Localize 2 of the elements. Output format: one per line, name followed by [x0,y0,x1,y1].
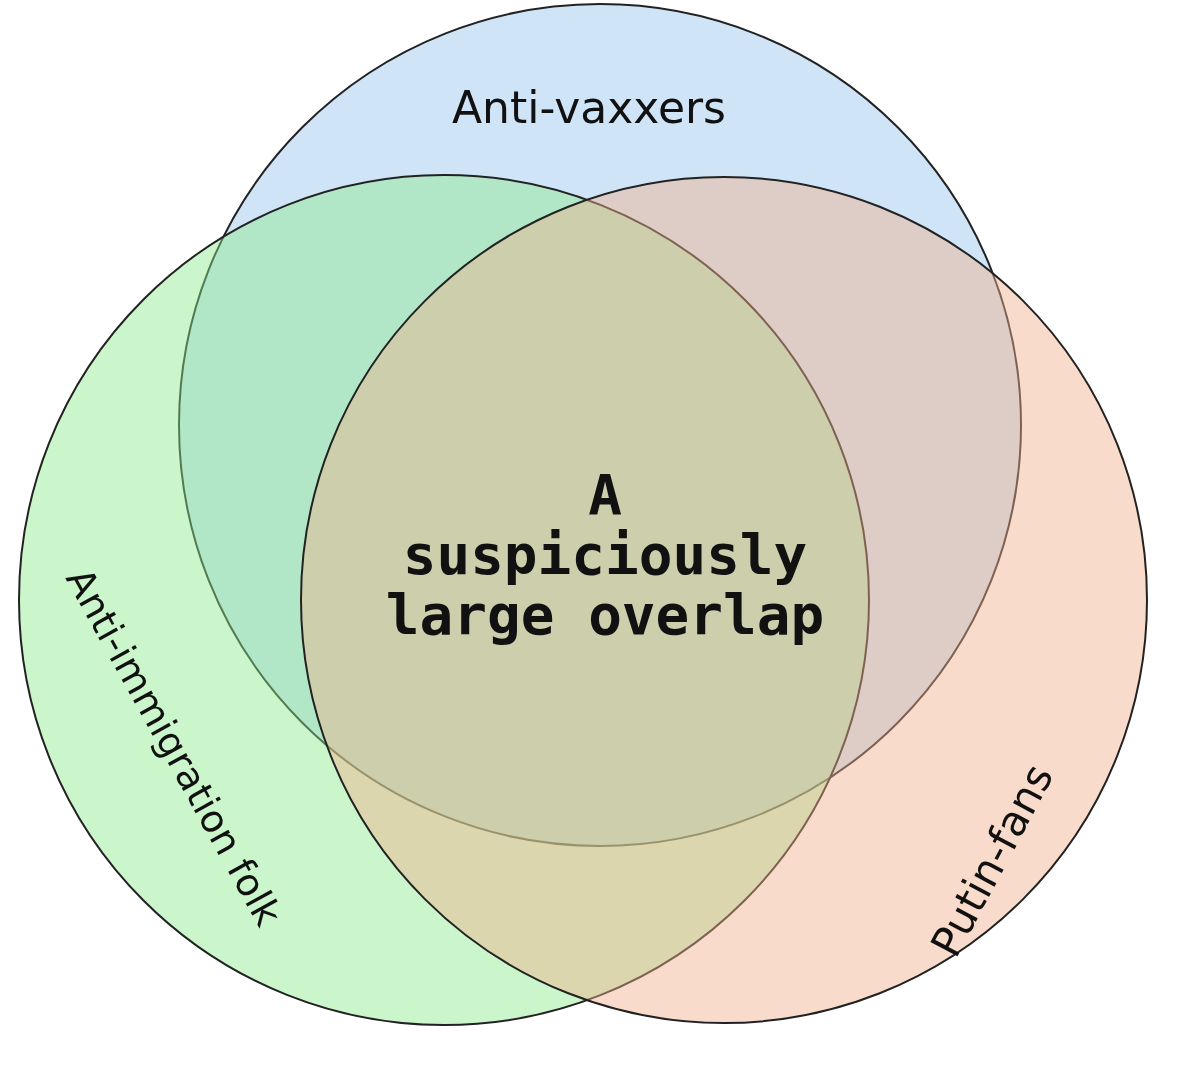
overlap-label: A suspiciously large overlap [384,464,826,646]
set-label: Anti-vaxxers [452,81,726,133]
